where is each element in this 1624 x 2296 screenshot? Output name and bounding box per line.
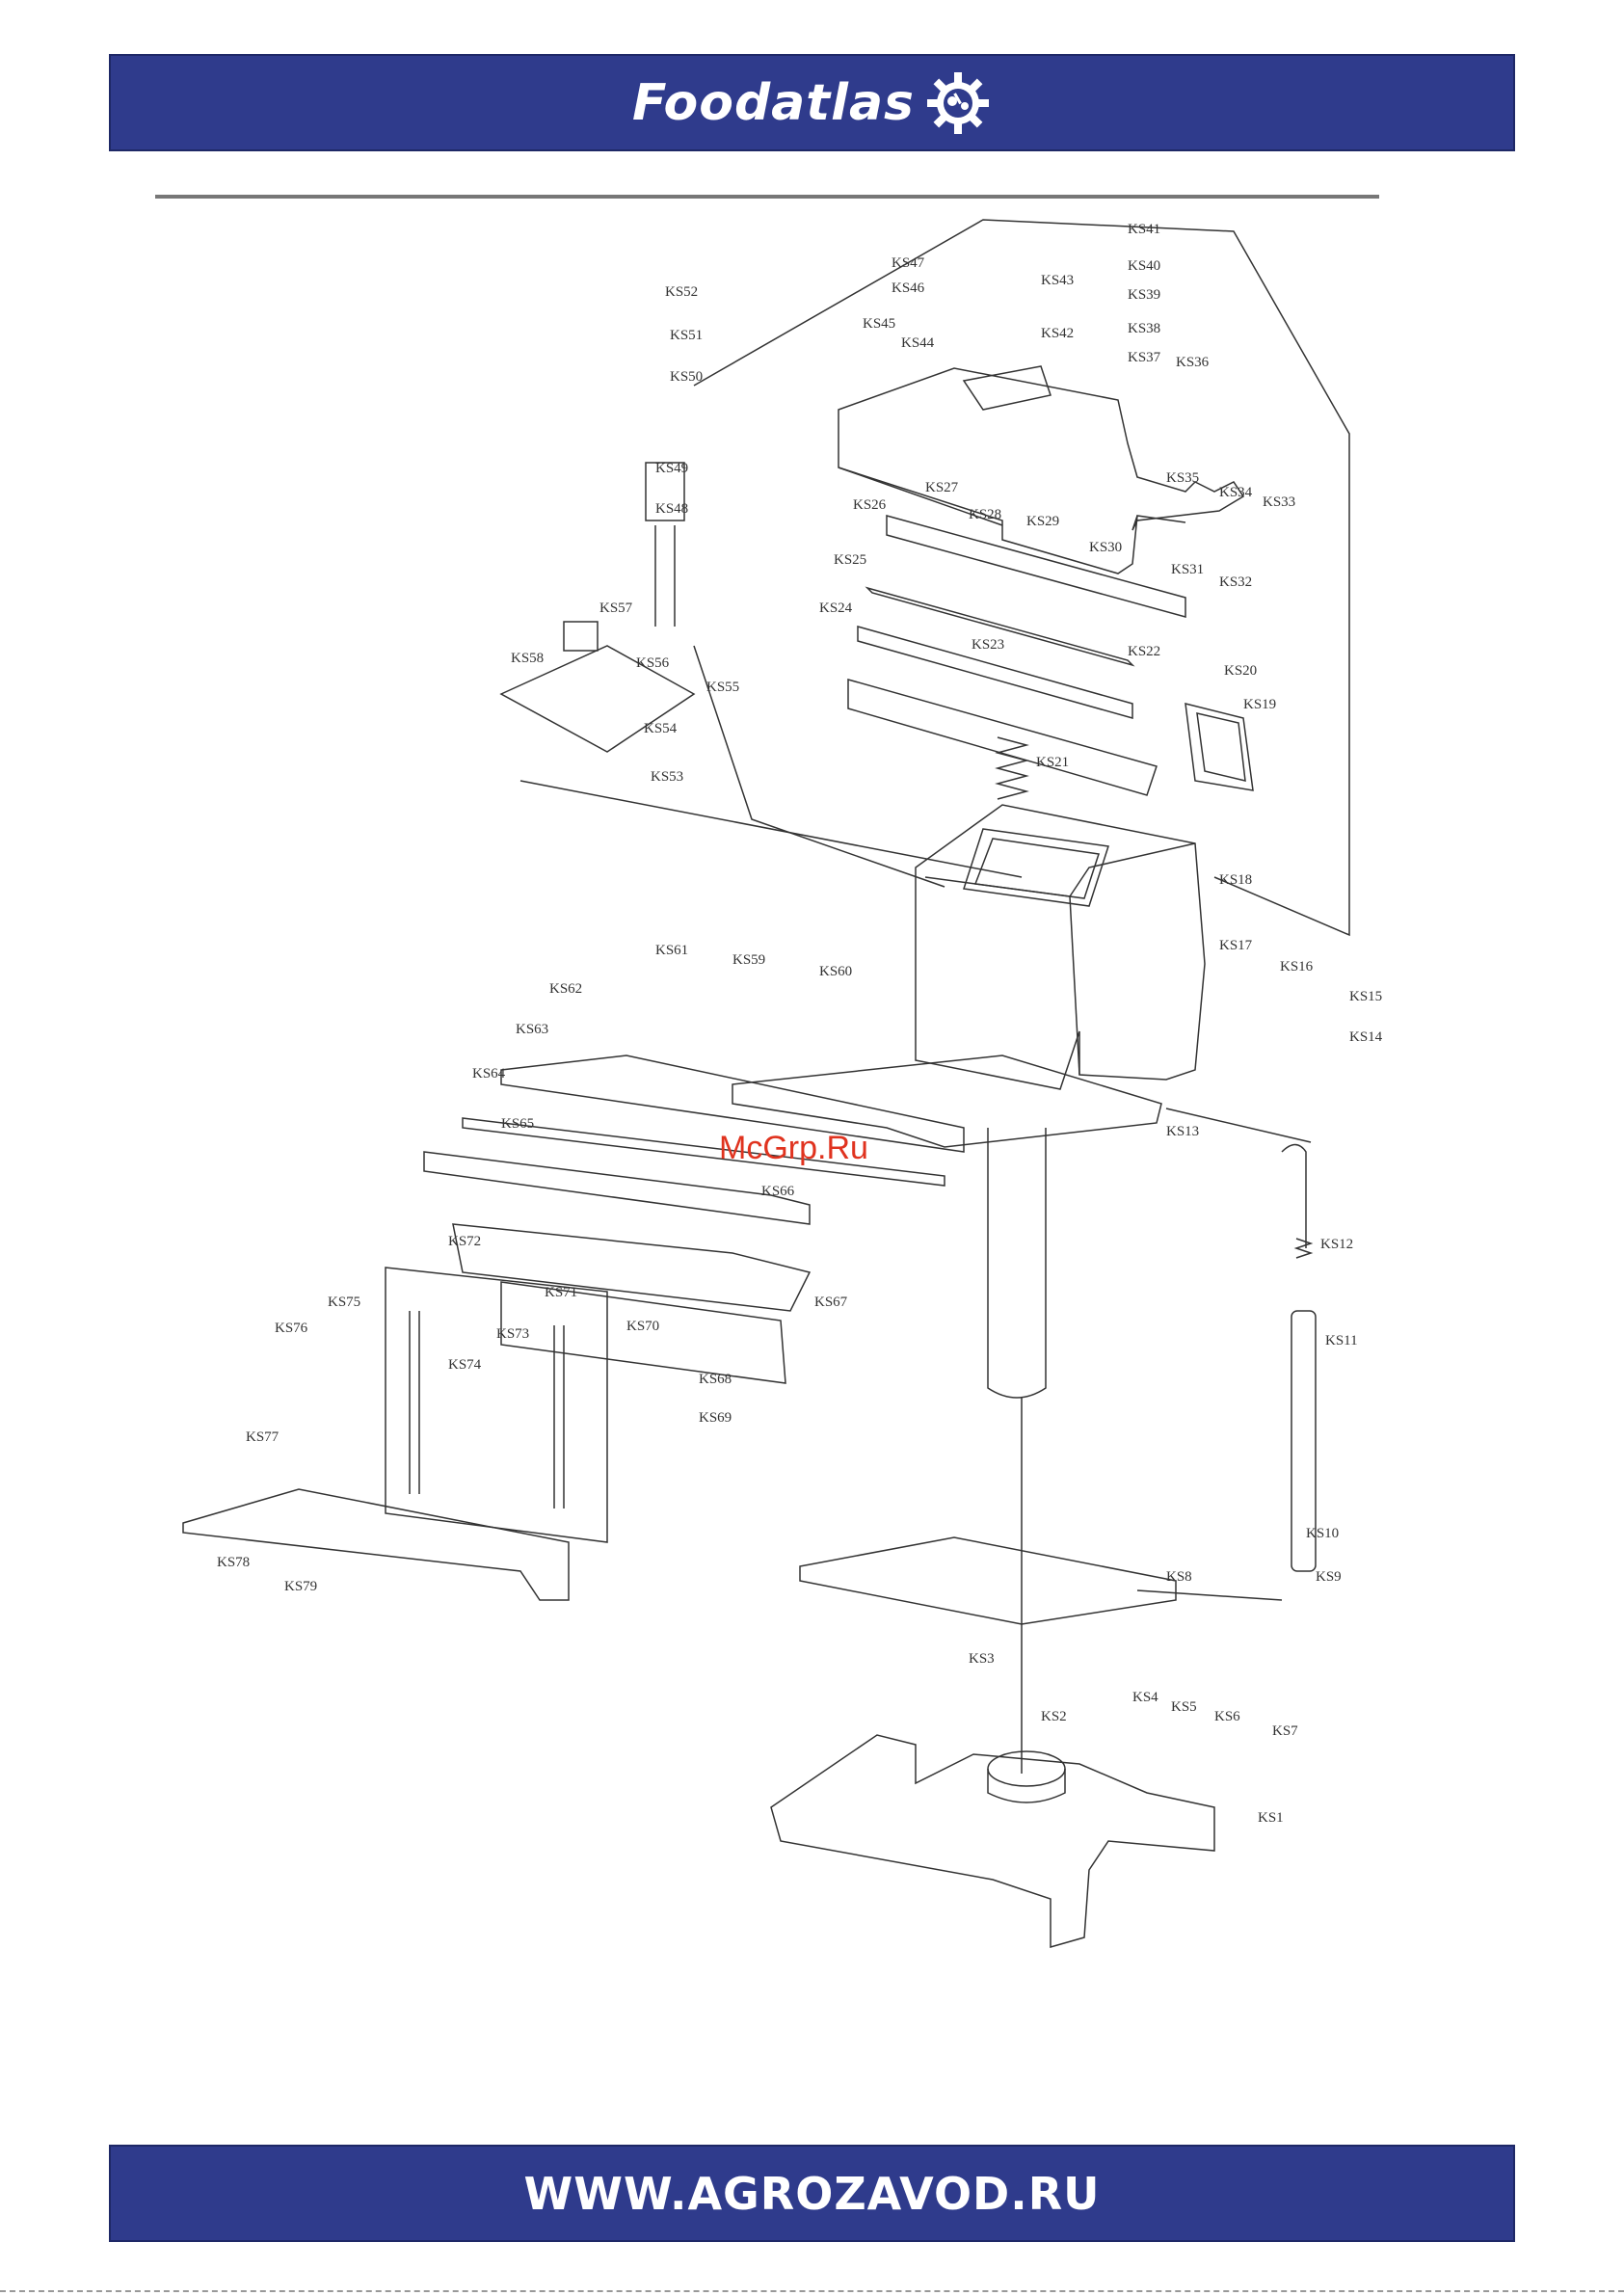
part-label: KS14 [1349,1029,1383,1045]
brand-name: Foodatlas [632,73,915,132]
part-label: KS5 [1171,1699,1197,1715]
part-label: KS48 [655,501,688,517]
part-label: KS41 [1128,222,1160,237]
part-label: KS78 [217,1555,250,1570]
part-label: KS3 [969,1651,995,1667]
part-label: KS18 [1219,872,1252,888]
part-label: KS40 [1128,258,1160,274]
part-label: KS74 [448,1357,482,1373]
part-label: KS59 [732,952,765,968]
part-label: KS50 [670,369,703,385]
part-label: KS58 [511,651,544,666]
part-label: KS77 [246,1429,280,1445]
exploded-parts-diagram: KS52 KS51 KS50 KS49 KS48 KS47 KS46 KS45 … [154,202,1383,1957]
part-label: KS34 [1219,485,1253,500]
part-label: KS22 [1128,644,1160,659]
footer-url[interactable]: WWW.AGROZAVOD.RU [523,2167,1101,2220]
part-label: KS60 [819,964,852,979]
header-rule [155,195,1379,199]
part-label: KS25 [834,552,866,568]
part-label: KS30 [1089,540,1122,555]
part-label: KS26 [853,497,887,513]
part-label: KS33 [1263,494,1295,510]
part-label: KS7 [1272,1723,1298,1739]
exploded-view-drawing: KS52 KS51 KS50 KS49 KS48 KS47 KS46 KS45 … [182,219,1383,1948]
part-label: KS79 [284,1579,317,1594]
part-label: KS75 [328,1295,360,1310]
part-label: KS47 [892,255,925,271]
part-label: KS57 [599,601,633,616]
part-label: KS64 [472,1066,506,1081]
part-label: KS66 [761,1184,795,1199]
part-label: KS16 [1280,959,1314,974]
part-label: KS69 [699,1410,732,1426]
part-label: KS71 [545,1285,577,1300]
part-label: KS9 [1316,1569,1342,1585]
part-label: KS65 [501,1116,534,1132]
part-labels: KS52 KS51 KS50 KS49 KS48 KS47 KS46 KS45 … [217,222,1383,1826]
part-label: KS32 [1219,574,1252,590]
part-label: KS15 [1349,989,1382,1004]
part-label: KS44 [901,335,935,351]
part-label: KS19 [1243,697,1276,712]
part-label: KS8 [1166,1569,1192,1585]
part-label: KS1 [1258,1810,1284,1826]
part-label: KS17 [1219,938,1253,953]
part-label: KS23 [972,637,1004,653]
part-label: KS28 [969,507,1001,522]
part-label: KS4 [1132,1690,1158,1705]
part-label: KS45 [863,316,895,332]
part-label: KS63 [516,1022,548,1037]
footer-banner: WWW.AGROZAVOD.RU [109,2145,1515,2242]
part-label: KS10 [1306,1526,1339,1541]
part-label: KS43 [1041,273,1074,288]
part-label: KS20 [1224,663,1257,679]
part-label: KS42 [1041,326,1074,341]
part-label: KS38 [1128,321,1160,336]
part-label: KS6 [1214,1709,1240,1724]
part-label: KS68 [699,1372,732,1387]
part-label: KS46 [892,280,925,296]
part-label: KS11 [1325,1333,1358,1348]
part-label: KS67 [814,1295,848,1310]
part-label: KS31 [1171,562,1204,577]
part-label: KS76 [275,1321,308,1336]
gear-tools-logo-icon [926,71,989,134]
part-label: KS2 [1041,1709,1067,1724]
part-label: KS21 [1036,755,1069,770]
part-label: KS24 [819,601,853,616]
page-edge-divider [0,2290,1624,2292]
part-label: KS35 [1166,470,1199,486]
part-label: KS49 [655,461,688,476]
part-label: KS53 [651,769,683,785]
part-label: KS72 [448,1234,481,1249]
part-label: KS62 [549,981,582,997]
part-label: KS70 [626,1319,659,1334]
part-label: KS36 [1176,355,1210,370]
part-label: KS73 [496,1326,529,1342]
part-label: KS56 [636,655,670,671]
part-label: KS55 [706,680,739,695]
part-label: KS29 [1026,514,1059,529]
brand: Foodatlas [111,56,1513,149]
part-label: KS27 [925,480,959,495]
part-label: KS61 [655,943,688,958]
part-label: KS37 [1128,350,1161,365]
header-banner: Foodatlas [109,54,1515,151]
part-label: KS39 [1128,287,1160,303]
part-label: KS52 [665,284,698,300]
part-label: KS54 [644,721,678,736]
part-label: KS51 [670,328,703,343]
part-label: KS12 [1320,1237,1353,1252]
part-label: KS13 [1166,1124,1199,1139]
watermark: McGrp.Ru [719,1130,868,1166]
